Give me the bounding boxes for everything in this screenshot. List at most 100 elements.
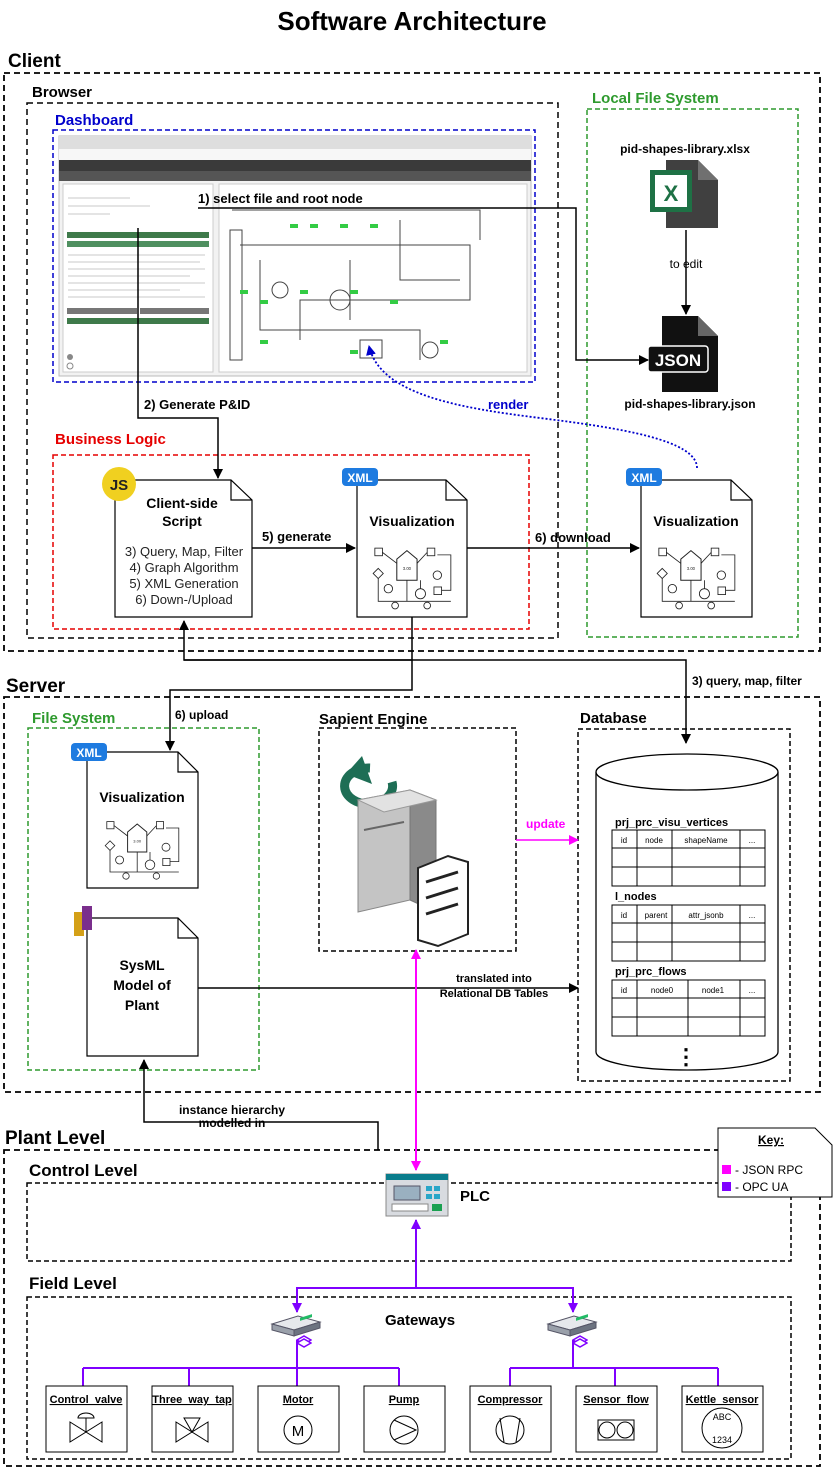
- db-col: node: [645, 836, 663, 845]
- db-col: ...: [749, 911, 756, 920]
- gateways-label: Gateways: [385, 1312, 455, 1329]
- db-col: parent: [645, 911, 668, 920]
- control-level-boundary: [26, 1182, 792, 1262]
- field-level-boundary: [26, 1296, 792, 1460]
- script-step: 6) Down-/Upload: [135, 592, 233, 607]
- uml-icon: [74, 906, 92, 936]
- dashboard-screenshot: [58, 135, 532, 377]
- key-item-label: - OPC UA: [735, 1180, 788, 1194]
- sysml-title-2: Model of: [113, 977, 171, 993]
- business-logic-label: Business Logic: [55, 431, 166, 448]
- db-table: prj_prc_visu_vertices id node shapeName …: [611, 817, 766, 887]
- device-pump: Pump: [363, 1385, 446, 1453]
- device-sensor-flow: Sensor_flow: [575, 1385, 658, 1453]
- script-title-1: Client-side: [146, 495, 218, 511]
- step6-label: 6) download: [535, 530, 611, 545]
- visualization-label: Visualization: [369, 513, 454, 529]
- plant-level-boundary: [3, 1149, 821, 1467]
- db-col: shapeName: [684, 836, 728, 845]
- dashboard-boundary: [52, 129, 536, 383]
- motor-glyph: M: [292, 1423, 305, 1440]
- local-file-system-label: Local File System: [592, 90, 719, 107]
- script-steps: 3) Query, Map, Filter 4) Graph Algorithm…: [125, 544, 244, 607]
- step2-label: 2) Generate P&ID: [144, 397, 250, 412]
- client-side-script-doc: [114, 479, 253, 618]
- db-col: ...: [749, 836, 756, 845]
- server-arrows: [139, 659, 691, 1150]
- upload-arrow: [165, 660, 413, 751]
- visualization-label: Visualization: [99, 789, 184, 805]
- update-label: update: [526, 817, 566, 831]
- device-label: Kettle_sensor: [686, 1394, 759, 1406]
- db-col: attr_jsonb: [688, 911, 724, 920]
- db-col: id: [621, 911, 627, 920]
- more-tables-ellipsis: ⋮: [675, 1044, 697, 1069]
- device-motor: Motor M: [257, 1385, 340, 1453]
- client-label: Client: [8, 51, 61, 72]
- device-label: Sensor_flow: [583, 1394, 649, 1406]
- db-table-name: prj_prc_visu_vertices: [615, 817, 728, 829]
- device-kettle-sensor: Kettle_sensor ABC 1234: [681, 1385, 764, 1453]
- key-item-label: - JSON RPC: [735, 1163, 803, 1177]
- device-three-way-tap: Three_way_tap: [151, 1385, 234, 1453]
- browser-label: Browser: [32, 84, 92, 101]
- db-col: id: [621, 836, 627, 845]
- db-col: ...: [749, 986, 756, 995]
- db-cylinder-top: [595, 753, 779, 791]
- json-filename: pid-shapes-library.json: [624, 397, 755, 411]
- legend-key: Key: - JSON RPC - OPC UA: [717, 1127, 833, 1198]
- js-badge: JS: [110, 477, 128, 494]
- xml-icon: [71, 743, 107, 761]
- script-title-2: Script: [162, 513, 202, 529]
- step1-label: 1) select file and root node: [198, 191, 363, 206]
- device-label: Three_way_tap: [152, 1394, 232, 1406]
- visualization-doc-local: [640, 479, 753, 618]
- xml-icon: [342, 468, 378, 486]
- db-table: l_nodes id parent attr_jsonb ...: [611, 891, 766, 962]
- device-compressor: Compressor: [469, 1385, 552, 1453]
- db-table: prj_prc_flows id node0 node1 ...: [611, 966, 766, 1037]
- plc-label: PLC: [460, 1188, 490, 1205]
- visualization-label: Visualization: [653, 513, 738, 529]
- plc-icon: [385, 1173, 449, 1217]
- xml-icon: [626, 468, 662, 486]
- server-label: Server: [6, 676, 66, 697]
- device-control-valve: Control_valve: [45, 1385, 128, 1453]
- db-table-name: prj_prc_flows: [615, 966, 687, 978]
- db-table-name: l_nodes: [615, 891, 657, 903]
- business-logic-boundary: [52, 454, 530, 630]
- render-arrow: [366, 345, 698, 469]
- sensor-bottom-label: 1234: [712, 1435, 732, 1445]
- select-file-arrow: [198, 207, 649, 365]
- js-icon: [102, 467, 136, 501]
- sapient-engine-label: Sapient Engine: [319, 711, 427, 728]
- render-label: render: [488, 397, 528, 412]
- translated-label-2: Relational DB Tables: [440, 988, 549, 1000]
- server-icon: [356, 789, 469, 948]
- sysml-title-3: Plant: [125, 997, 160, 1013]
- xml-badge: XML: [347, 471, 372, 485]
- gateway-icon: [547, 1313, 597, 1337]
- device-label: Compressor: [478, 1394, 544, 1406]
- sensor-top-label: ABC: [713, 1412, 732, 1422]
- device-label: Motor: [283, 1394, 314, 1406]
- dashboard-label: Dashboard: [55, 112, 133, 129]
- instance-label-2: modelled in: [199, 1116, 266, 1130]
- db-col: node0: [651, 986, 674, 995]
- xml-badge: XML: [76, 746, 101, 760]
- upload-label: 6) upload: [175, 708, 228, 722]
- query-label: 3) query, map, filter: [692, 674, 802, 688]
- file-system-label: File System: [32, 710, 115, 727]
- diagram-title: Software Architecture: [277, 6, 546, 36]
- server-boundary: [3, 696, 821, 1093]
- json-file-icon: [647, 316, 718, 392]
- key-title: Key:: [758, 1133, 784, 1147]
- visualization-doc-business: [356, 479, 468, 618]
- device-label: Pump: [389, 1394, 420, 1406]
- xlsx-filename: pid-shapes-library.xlsx: [620, 142, 750, 156]
- key-swatch-json-rpc: [722, 1165, 731, 1174]
- instance-label-1: instance hierarchy: [179, 1103, 285, 1117]
- script-step: 3) Query, Map, Filter: [125, 544, 244, 559]
- visualization-doc-server: [86, 751, 199, 889]
